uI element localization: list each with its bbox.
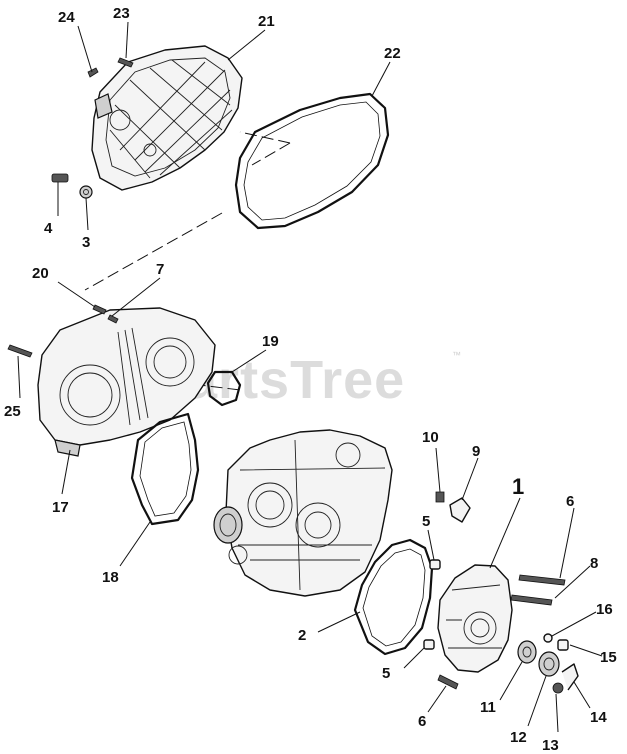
callout-9: 9 — [472, 443, 480, 460]
clutch-cover-inner — [37, 307, 216, 457]
callout-6-bottom: 6 — [418, 713, 426, 730]
watermark-trademark: ™ — [452, 350, 461, 360]
dowel-pins — [423, 559, 441, 650]
bolts-mid — [7, 304, 119, 358]
callout-21: 21 — [258, 13, 275, 30]
callout-23: 23 — [113, 5, 130, 22]
callout-22: 22 — [384, 45, 401, 62]
callout-14: 14 — [590, 709, 607, 726]
callout-17: 17 — [52, 499, 69, 516]
crankcase-cover — [437, 564, 513, 673]
oil-seals — [517, 640, 560, 677]
callout-25: 25 — [4, 403, 21, 420]
clutch-cover-outer — [91, 45, 243, 191]
crankcase — [213, 429, 393, 597]
callout-24: 24 — [58, 9, 75, 26]
callout-6-top: 6 — [566, 493, 574, 510]
callout-labels: 23 24 21 22 4 3 20 7 19 25 17 18 10 9 1 … — [4, 5, 617, 754]
callout-13: 13 — [542, 737, 559, 754]
callout-19: 19 — [262, 333, 279, 350]
leader-lines — [17, 21, 603, 733]
callout-5-top: 5 — [422, 513, 430, 530]
callout-3: 3 — [82, 234, 90, 251]
callout-11: 11 — [480, 699, 496, 716]
bolt-and-bracket — [435, 491, 471, 523]
callout-5-bottom: 5 — [382, 665, 390, 682]
bolts-lower — [437, 574, 566, 690]
clutch-cover-gasket — [234, 92, 390, 230]
callout-16: 16 — [596, 601, 613, 618]
callout-10: 10 — [422, 429, 439, 446]
callout-15: 15 — [600, 649, 617, 666]
callout-8: 8 — [590, 555, 598, 572]
callout-20: 20 — [32, 265, 49, 282]
callout-4: 4 — [44, 220, 53, 237]
small-gasket — [206, 370, 242, 407]
bolts-top — [87, 57, 134, 78]
callout-12: 12 — [510, 729, 527, 746]
callout-1: 1 — [512, 474, 524, 499]
callout-18: 18 — [102, 569, 119, 586]
fasteners-right — [543, 633, 579, 694]
inner-cover-gasket — [130, 412, 200, 526]
callout-2: 2 — [298, 627, 306, 644]
callout-7: 7 — [156, 261, 164, 278]
